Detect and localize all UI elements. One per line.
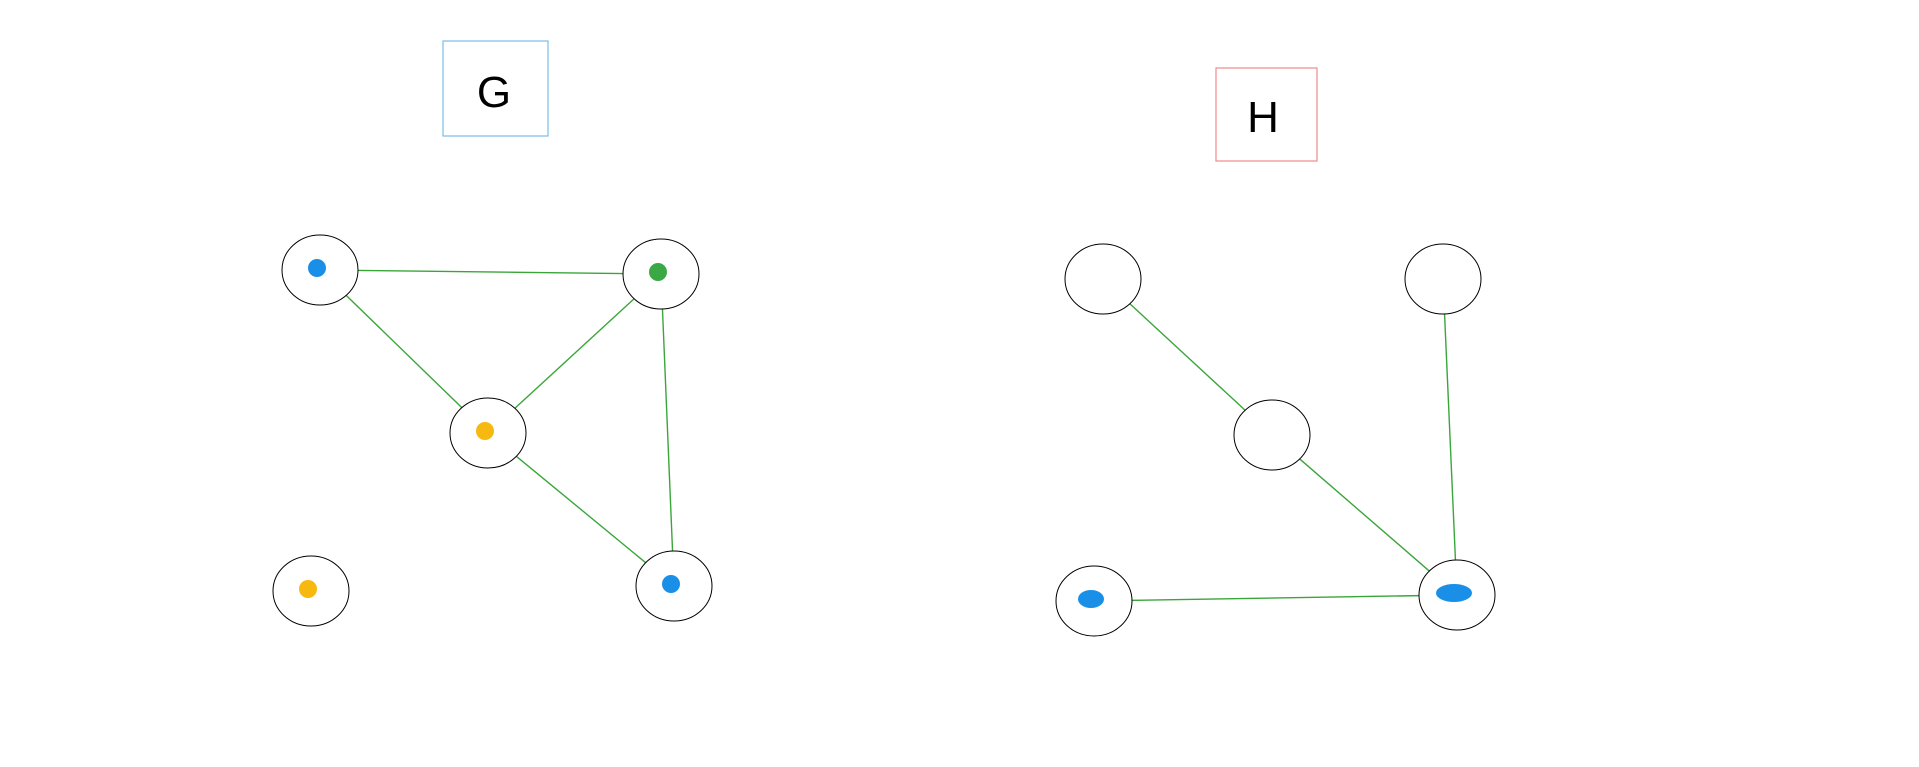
node-color-dot: [476, 422, 494, 440]
edge-g2-g3: [514, 298, 635, 409]
graph-h-label-text: H: [1247, 93, 1279, 142]
node-color-dot: [1436, 584, 1472, 602]
edge-g2-g5: [661, 308, 674, 552]
edge-g1-g2: [357, 269, 624, 275]
graph-g-label: G: [442, 40, 549, 137]
edge-h4-h5: [1131, 594, 1420, 602]
edge-g3-g5: [515, 455, 647, 564]
node-g2: [622, 238, 700, 310]
node-g4: [272, 555, 350, 627]
node-h5: [1418, 559, 1496, 631]
node-h2: [1404, 243, 1482, 315]
graph-g-label-box: [442, 40, 549, 137]
node-color-dot: [299, 580, 317, 598]
node-h3: [1233, 399, 1311, 471]
edges-layer: [345, 269, 1457, 602]
node-h1: [1064, 243, 1142, 315]
edge-h2-h5: [1443, 313, 1457, 561]
graph-h-label: H: [1215, 67, 1318, 162]
node-g3: [449, 397, 527, 469]
graph-h-label-box: [1215, 67, 1318, 162]
nodes-layer: [272, 234, 1496, 637]
node-g1: [281, 234, 359, 306]
node-color-dot: [662, 575, 680, 593]
node-circle: [1064, 243, 1142, 315]
edge-g1-g3: [345, 294, 463, 409]
node-color-dot: [1078, 590, 1104, 608]
node-color-dot: [649, 263, 667, 281]
edge-h3-h5: [1299, 458, 1430, 572]
graph-g-label-text: G: [477, 68, 511, 117]
node-h4: [1055, 565, 1133, 637]
node-circle: [1404, 243, 1482, 315]
edge-h1-h3: [1129, 303, 1246, 411]
node-circle: [1233, 399, 1311, 471]
node-g5: [635, 550, 713, 622]
node-color-dot: [308, 259, 326, 277]
